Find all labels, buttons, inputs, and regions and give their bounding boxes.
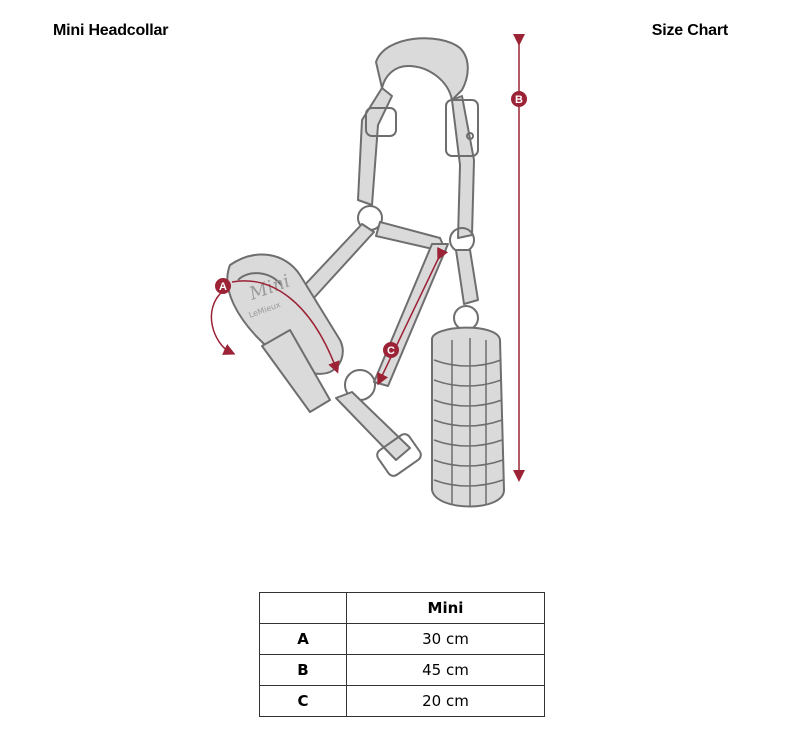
size-table: Mini A 30 cm B 45 cm C 20 cm xyxy=(259,592,545,717)
measurement-a-line xyxy=(210,289,236,355)
headcollar-illustration: Mini LeMieux B A C xyxy=(210,34,527,508)
svg-text:B: B xyxy=(515,94,523,106)
marker-c: C xyxy=(383,342,399,358)
table-row: C 20 cm xyxy=(259,685,545,717)
product-title: Mini Headcollar xyxy=(53,22,169,39)
table-header-size: Mini xyxy=(346,592,545,624)
row-label: B xyxy=(259,654,347,686)
row-label: A xyxy=(259,623,347,655)
table-row: B 45 cm xyxy=(259,654,545,686)
measurement-c-line xyxy=(377,246,449,386)
svg-text:C: C xyxy=(387,345,395,357)
table-row: A 30 cm xyxy=(259,623,545,655)
row-value: 20 cm xyxy=(346,685,545,717)
table-header-row: Mini xyxy=(259,592,545,624)
row-value: 30 cm xyxy=(346,623,545,655)
headcollar-drawing xyxy=(226,37,505,508)
size-chart-title: Size Chart xyxy=(651,22,728,39)
row-label: C xyxy=(259,685,347,717)
svg-text:A: A xyxy=(219,281,227,293)
table-header-empty xyxy=(259,592,347,624)
marker-a: A xyxy=(215,278,231,294)
row-value: 45 cm xyxy=(346,654,545,686)
marker-b: B xyxy=(511,91,527,107)
